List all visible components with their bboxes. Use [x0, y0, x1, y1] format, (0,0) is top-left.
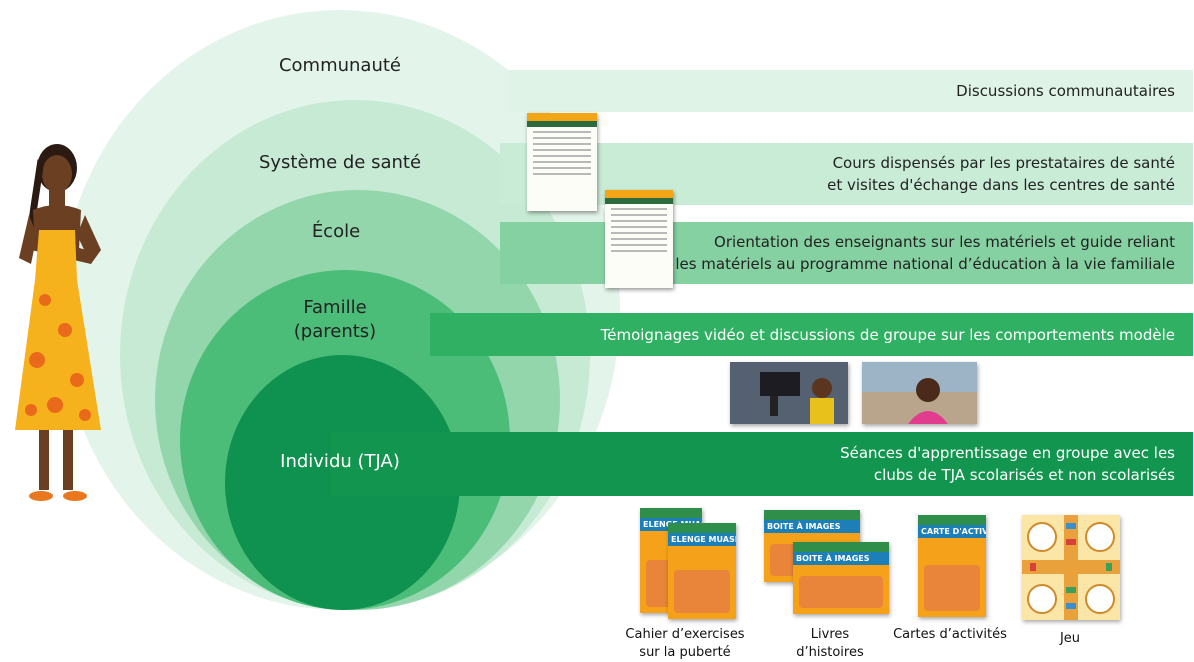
caption-storybooks-line-1: Livres	[810, 627, 850, 642]
band-famille-text: Témoignages vidéo et discussions de grou…	[600, 325, 1175, 344]
caption-workbook-line-2: sur la puberté	[639, 645, 731, 660]
workbook-cover-front: ELENGE MUASI	[668, 523, 736, 619]
activity-cards-title: CARTE D'ACTIVITÉS	[918, 525, 986, 538]
caption-activity-cards: Cartes d’activités	[893, 627, 1007, 642]
band-ecole: Orientation des enseignants sur les maté…	[500, 222, 1193, 284]
label-communaute: Communauté	[278, 55, 402, 76]
band-systeme-sante-line-2: et visites d'échange dans les centres de…	[827, 176, 1175, 194]
storybook-cover-front: BOITE À IMAGES	[793, 542, 889, 614]
label-famille: Famille (parents)	[255, 296, 415, 344]
caption-workbook-line-1: Cahier d’exercises	[625, 627, 745, 642]
band-systeme-sante: Cours dispensés par les prestataires de …	[500, 143, 1193, 205]
caption-workbook: Cahier d’exercises sur la puberté	[610, 626, 760, 662]
label-ecole: École	[311, 221, 361, 242]
band-ecole-line-2: les matériels au programme national d’éd…	[675, 255, 1175, 273]
band-famille: Témoignages vidéo et discussions de grou…	[430, 313, 1193, 356]
document-icon	[605, 190, 673, 288]
label-famille-line-2: (parents)	[293, 321, 377, 342]
band-communaute: Discussions communautaires	[508, 70, 1193, 112]
woman-figure-icon	[5, 140, 115, 530]
band-ecole-line-1: Orientation des enseignants sur les maté…	[714, 233, 1175, 251]
band-individu-line-2: clubs de TJA scolarisés et non scolarisé…	[873, 466, 1175, 484]
caption-game: Jeu	[1059, 631, 1081, 646]
band-individu-line-1: Séances d'apprentissage en groupe avec l…	[840, 444, 1175, 462]
band-individu: Séances d'apprentissage en groupe avec l…	[330, 432, 1193, 496]
video-thumbnail-icon	[730, 362, 848, 424]
video-thumbnail-icon	[862, 362, 977, 424]
storybook-cover-title: BOITE À IMAGES	[793, 552, 889, 565]
caption-storybooks: Livres d’histoires	[780, 626, 880, 662]
label-systeme-sante: Système de santé	[258, 152, 422, 173]
band-systeme-sante-line-1: Cours dispensés par les prestataires de …	[832, 154, 1175, 172]
label-individu: Individu (TJA)	[280, 451, 400, 472]
label-famille-line-1: Famille	[303, 297, 367, 318]
activity-cards-cover: CARTE D'ACTIVITÉS	[918, 515, 986, 617]
document-icon	[527, 113, 597, 211]
caption-storybooks-line-2: d’histoires	[796, 645, 864, 660]
band-communaute-text: Discussions communautaires	[956, 82, 1175, 100]
board-game-icon	[1022, 515, 1120, 620]
workbook-cover-title: ELENGE MUASI	[668, 533, 736, 546]
